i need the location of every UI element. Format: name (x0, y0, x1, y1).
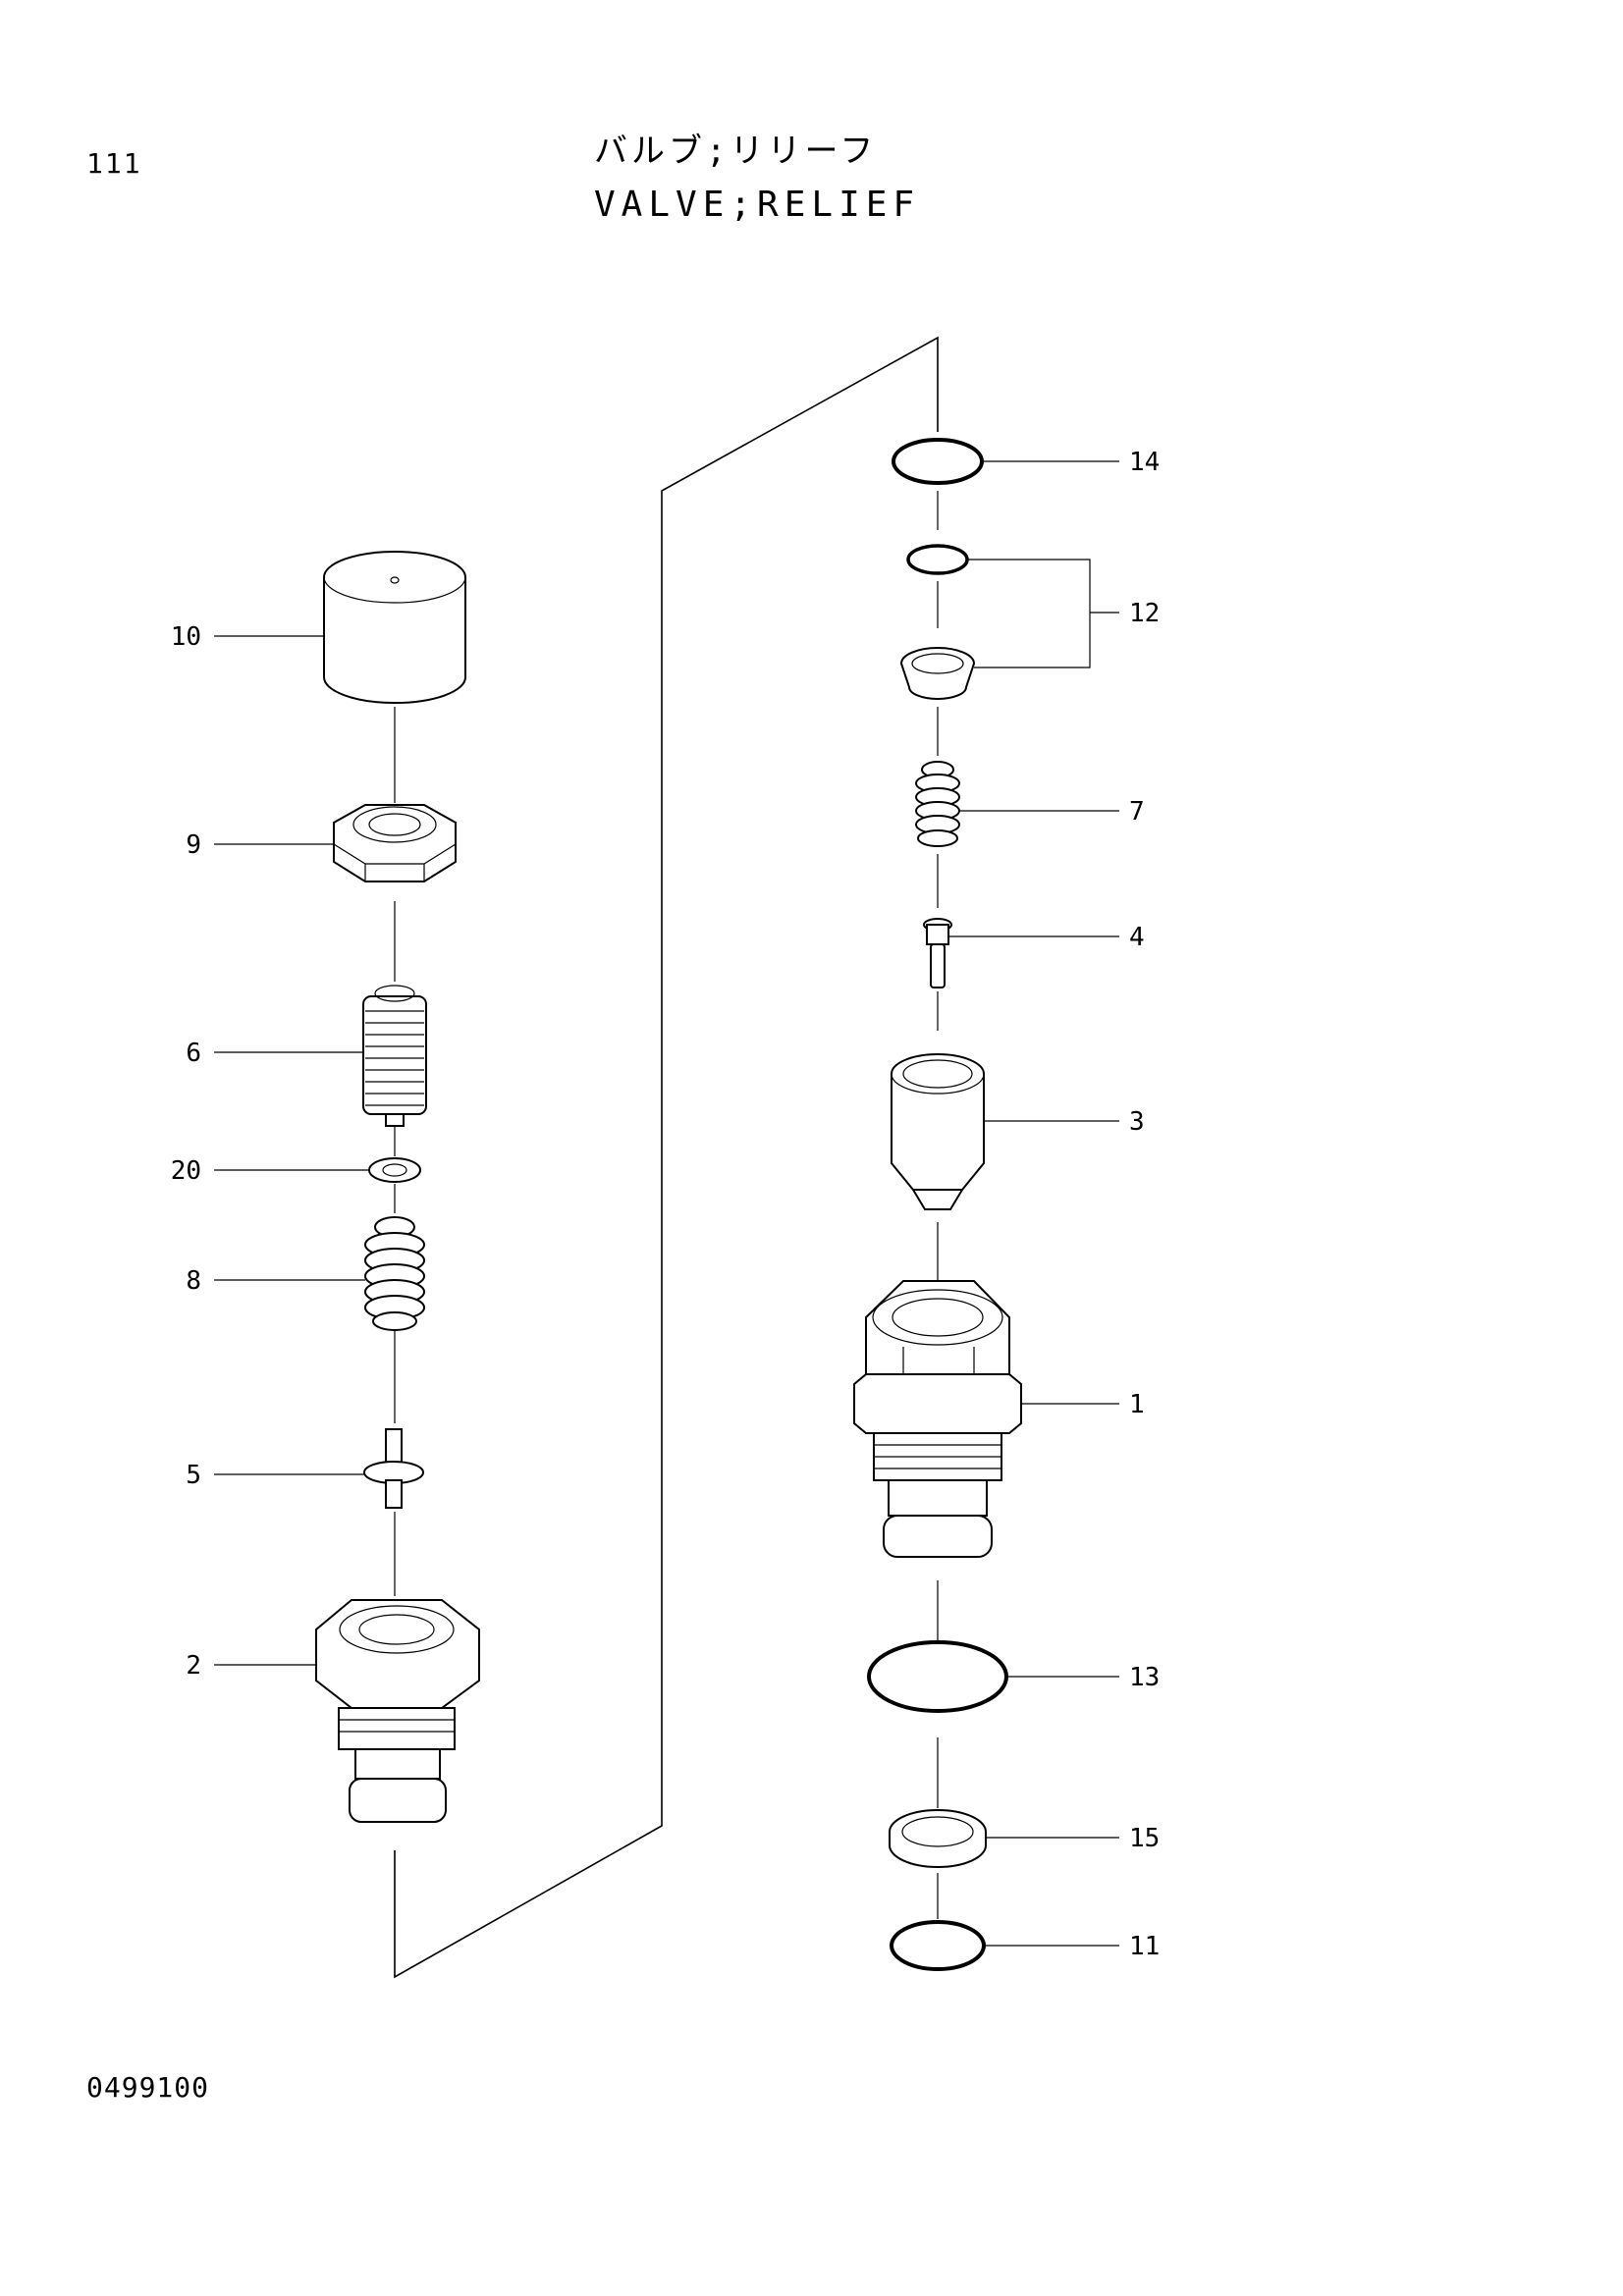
callout-14: 14 (1129, 448, 1160, 477)
callout-5: 5 (186, 1461, 201, 1490)
part-2-seat-body (315, 1599, 480, 1823)
callout-4: 4 (1129, 923, 1145, 952)
drawing-number: 0499100 (86, 2071, 210, 2104)
callout-11: 11 (1129, 1932, 1160, 1961)
part-13-o-ring (867, 1640, 1008, 1713)
part-12-ring-set (899, 544, 976, 700)
callout-1: 1 (1129, 1390, 1145, 1419)
callout-13: 13 (1129, 1663, 1160, 1692)
callout-3: 3 (1129, 1107, 1145, 1137)
callout-15: 15 (1129, 1824, 1160, 1853)
callout-10: 10 (171, 622, 201, 652)
title-english: VALVE;RELIEF (594, 185, 921, 225)
part-3-piston (891, 1053, 985, 1210)
part-6-screw (362, 985, 427, 1127)
part-4-poppet (923, 918, 952, 988)
callout-2: 2 (186, 1651, 201, 1681)
part-20-washer (368, 1157, 421, 1183)
callout-7: 7 (1129, 797, 1145, 827)
callout-12: 12 (1129, 599, 1160, 628)
callout-6: 6 (186, 1039, 201, 1068)
part-11-o-ring (890, 1920, 986, 1971)
page-number: 111 (86, 147, 142, 180)
part-15-backup-ring (889, 1809, 987, 1868)
callout-8: 8 (186, 1266, 201, 1296)
callout-20: 20 (171, 1156, 201, 1186)
callout-9: 9 (186, 830, 201, 860)
part-14-o-ring (892, 438, 984, 485)
part-9-nut (333, 804, 457, 882)
callout-numbers: 10 9 6 20 8 5 2 14 12 7 4 3 1 13 15 11 (171, 448, 1161, 1961)
part-1-main-body (853, 1280, 1022, 1558)
leader-lines (214, 460, 1119, 1947)
part-8-spring (364, 1216, 425, 1331)
part-7-spring (915, 761, 960, 847)
title-japanese: バルブ;リリーフ (594, 132, 878, 171)
assembly-outline (394, 336, 939, 1979)
part-5-poppet (363, 1428, 424, 1509)
part-10-cap (323, 551, 466, 704)
